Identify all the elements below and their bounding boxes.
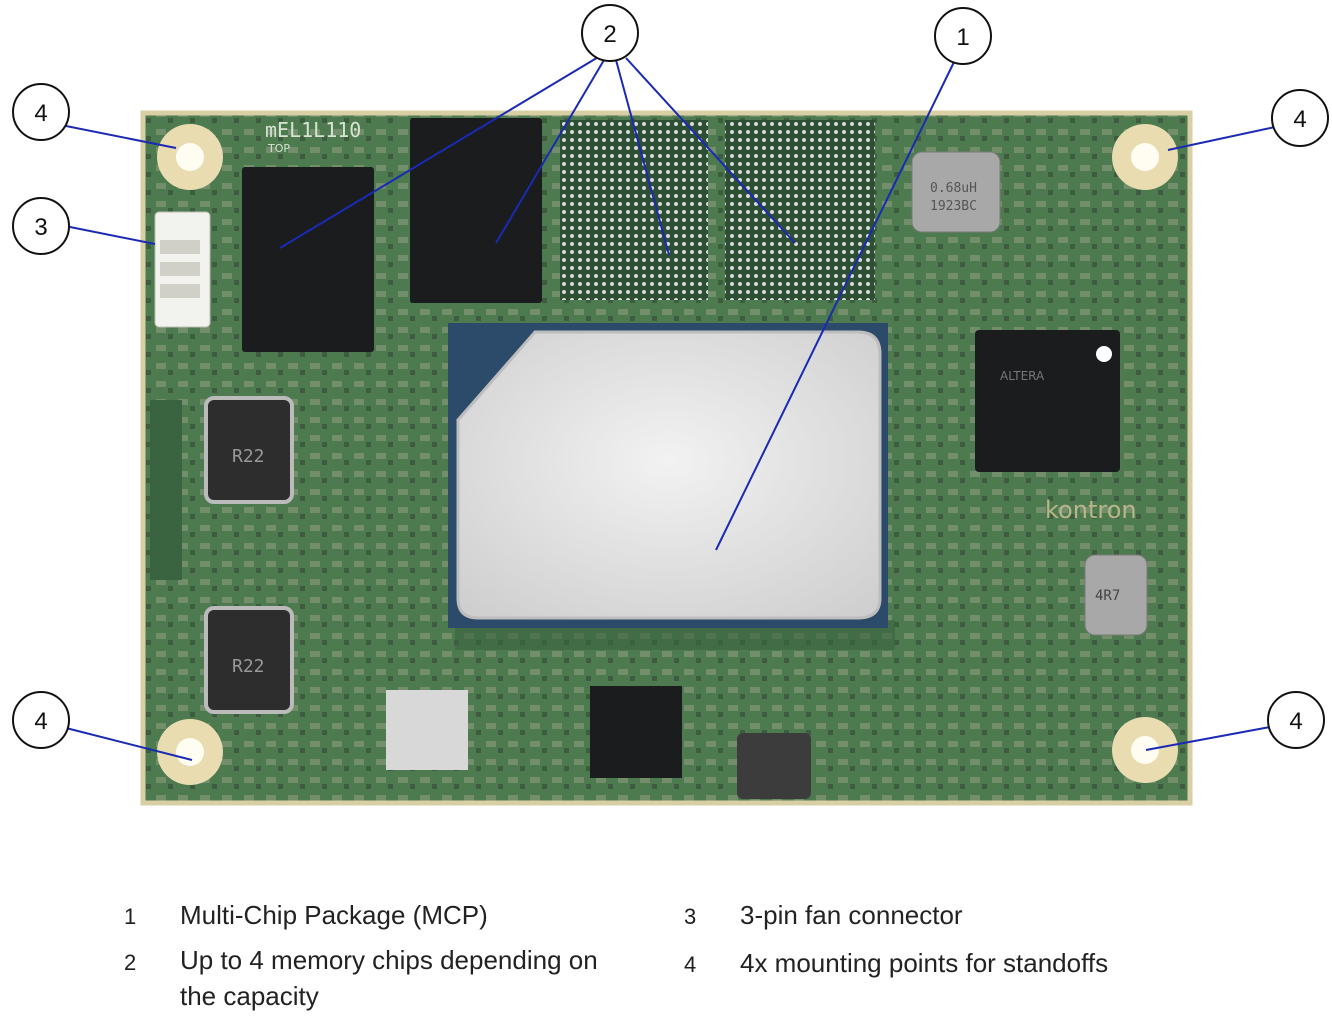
- memory-chip-2: [410, 118, 542, 303]
- legend-text-2-line2: the capacity: [180, 981, 319, 1011]
- callout-4-bottom-left: 4: [12, 691, 70, 749]
- silkscreen-sub-label: TOP: [267, 142, 290, 155]
- legend-text-3: 3-pin fan connector: [740, 900, 963, 930]
- kontron-logo: kontron: [1045, 496, 1137, 524]
- svg-text:0.68uH: 0.68uH: [930, 181, 977, 196]
- mounting-hole-bottom-left: [157, 719, 223, 785]
- thermal-pad-bottom: [386, 690, 468, 770]
- legend-text-4: 4x mounting points for standoffs: [740, 948, 1109, 978]
- legend-num-4: 4: [684, 952, 697, 977]
- mounting-hole-top-left: [157, 124, 223, 190]
- mcp-package: [448, 323, 888, 628]
- inductor-right: 4R7: [1084, 554, 1148, 636]
- mounting-hole-bottom-right: [1112, 717, 1178, 783]
- svg-text:1: 1: [956, 24, 969, 51]
- legend-num-3: 3: [684, 904, 697, 929]
- callout-2: 2: [581, 4, 639, 62]
- svg-text:2: 2: [603, 21, 616, 48]
- callout-4-bottom-right: 4: [1267, 691, 1325, 749]
- callout-4-top-right: 4: [1271, 89, 1329, 147]
- svg-text:R22: R22: [232, 656, 265, 677]
- silkscreen-label: mEL1L110: [265, 118, 361, 142]
- svg-text:4: 4: [34, 708, 47, 735]
- legend-text-2-line1: Up to 4 memory chips depending on: [180, 945, 598, 975]
- svg-text:4: 4: [1293, 106, 1306, 133]
- svg-text:4: 4: [1289, 708, 1302, 735]
- legend-text-1: Multi-Chip Package (MCP): [180, 900, 488, 930]
- inductor-bottom-center: [737, 733, 811, 799]
- svg-text:ALTERA: ALTERA: [1000, 369, 1045, 383]
- ic-bottom-center: [590, 686, 682, 778]
- svg-text:1923BC: 1923BC: [930, 199, 977, 214]
- inductor-left-bottom: R22: [204, 606, 294, 714]
- inductor-top: 0.68uH 1923BC: [911, 151, 1001, 233]
- leader-lines: [64, 55, 1276, 761]
- svg-text:R22: R22: [232, 446, 265, 467]
- svg-text:4R7: 4R7: [1095, 588, 1120, 604]
- fpga-chip: ALTERA: [975, 330, 1120, 472]
- legend-num-1: 1: [124, 904, 137, 929]
- fan-connector: [154, 211, 211, 328]
- callout-3: 3: [12, 197, 70, 255]
- mounting-hole-top-right: [1112, 124, 1178, 190]
- memory-footprint-2: [725, 120, 875, 300]
- svg-text:4: 4: [34, 100, 47, 127]
- legend-num-2: 2: [124, 950, 137, 975]
- inductor-left-top: R22: [204, 396, 294, 504]
- board-figure: mEL1L110 TOP 0.68uH 1923BC ALTERA kontro…: [12, 4, 1329, 806]
- callout-1: 1: [934, 7, 992, 65]
- memory-chip-1: [242, 167, 374, 352]
- svg-text:3: 3: [34, 214, 47, 241]
- memory-footprint-1: [560, 120, 708, 300]
- callout-4-top-left: 4: [12, 83, 70, 141]
